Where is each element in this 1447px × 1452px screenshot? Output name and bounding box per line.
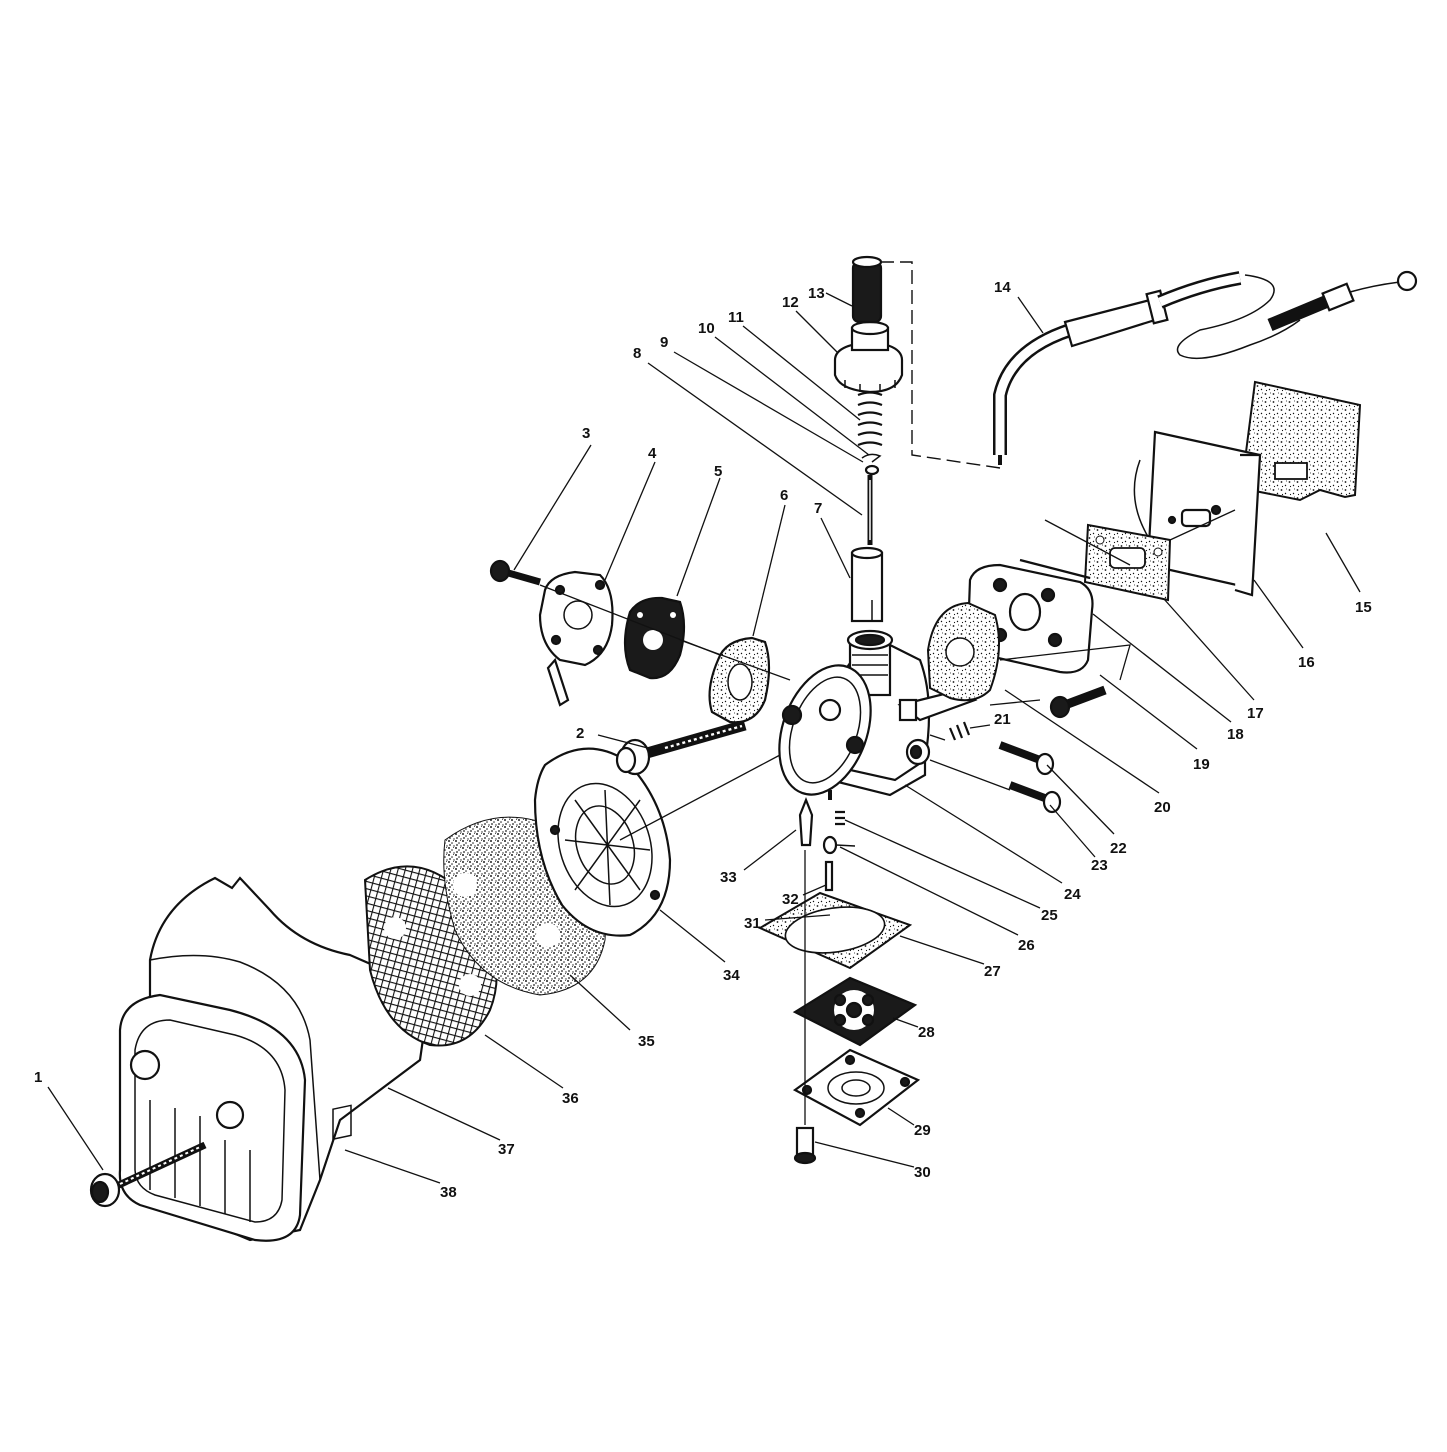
label-part-27: 27 <box>984 963 1001 980</box>
label-part-19: 19 <box>1193 756 1210 773</box>
part-21-spring <box>948 721 971 741</box>
label-part-24: 24 <box>1064 886 1081 903</box>
label-part-25: 25 <box>1041 907 1058 924</box>
label-part-3: 3 <box>582 425 590 442</box>
assembly-axes <box>539 261 1236 1125</box>
part-25-spring <box>835 810 845 826</box>
part-6-gasket <box>708 636 771 724</box>
part-10-retainer <box>861 453 882 463</box>
label-part-32: 32 <box>782 891 799 908</box>
part-15-insulator <box>1243 380 1362 502</box>
label-part-31: 31 <box>744 915 761 932</box>
label-part-28: 28 <box>918 1024 935 1041</box>
label-part-15: 15 <box>1355 599 1372 616</box>
label-part-8: 8 <box>633 345 641 362</box>
label-part-5: 5 <box>714 463 722 480</box>
part-2-screw <box>615 719 747 776</box>
label-part-26: 26 <box>1018 937 1035 954</box>
part-1-screw <box>89 1141 207 1208</box>
part-27-gasket <box>757 891 913 970</box>
part-14-throttle-cable <box>993 270 1418 465</box>
part-12-mixing-chamber-cap <box>833 320 904 394</box>
label-part-12: 12 <box>782 294 799 311</box>
part-5-pump-diaphragm <box>623 596 686 680</box>
part-20-gasket <box>926 601 1000 702</box>
part-28-metering-diaphragm <box>792 976 918 1047</box>
part-16-reed-plate <box>1133 430 1262 597</box>
part-number-labels: 1 2 3 4 5 6 7 8 9 10 11 12 13 14 15 16 1… <box>34 279 1372 1201</box>
part-13-cable-adjuster <box>851 255 883 324</box>
part-30-screw <box>793 1126 817 1165</box>
part-32-pin <box>824 860 834 892</box>
part-3-screw <box>489 559 541 586</box>
label-part-14: 14 <box>994 279 1011 296</box>
label-part-29: 29 <box>914 1122 931 1139</box>
label-part-7: 7 <box>814 500 822 517</box>
label-part-30: 30 <box>914 1164 931 1181</box>
label-part-13: 13 <box>808 285 825 302</box>
label-part-11: 11 <box>728 309 744 326</box>
part-23-high-speed-needle <box>1008 781 1062 814</box>
label-part-9: 9 <box>660 334 668 351</box>
label-part-21: 21 <box>994 711 1011 728</box>
part-22-low-speed-needle <box>998 741 1055 776</box>
label-part-2: 2 <box>576 725 584 742</box>
part-11-spring <box>857 391 883 447</box>
label-part-20: 20 <box>1154 799 1171 816</box>
part-17-gasket <box>1083 523 1172 602</box>
part-19-screw <box>1049 685 1107 719</box>
label-part-17: 17 <box>1247 705 1264 722</box>
label-part-18: 18 <box>1227 726 1244 743</box>
part-37-air-cleaner-cover <box>118 876 432 1242</box>
part-9-clip <box>864 464 880 476</box>
label-part-22: 22 <box>1110 840 1127 857</box>
part-26-lever <box>822 835 856 855</box>
label-part-33: 33 <box>720 869 737 886</box>
label-part-35: 35 <box>638 1033 655 1050</box>
part-29-metering-cover <box>792 1048 921 1127</box>
label-part-34: 34 <box>723 967 740 984</box>
label-part-6: 6 <box>780 487 788 504</box>
label-part-1: 1 <box>34 1069 42 1086</box>
label-part-38: 38 <box>440 1184 457 1201</box>
label-part-4: 4 <box>648 445 657 462</box>
part-4-pump-cover <box>538 570 614 707</box>
leader-lines <box>47 292 1361 1184</box>
carburetor-body <box>778 629 978 800</box>
part-33-inlet-needle <box>798 797 814 847</box>
label-part-37: 37 <box>498 1141 515 1158</box>
label-part-10: 10 <box>698 320 715 337</box>
label-part-23: 23 <box>1091 857 1108 874</box>
label-part-16: 16 <box>1298 654 1315 671</box>
part-7-throttle-barrel <box>850 546 884 623</box>
label-part-36: 36 <box>562 1090 579 1107</box>
